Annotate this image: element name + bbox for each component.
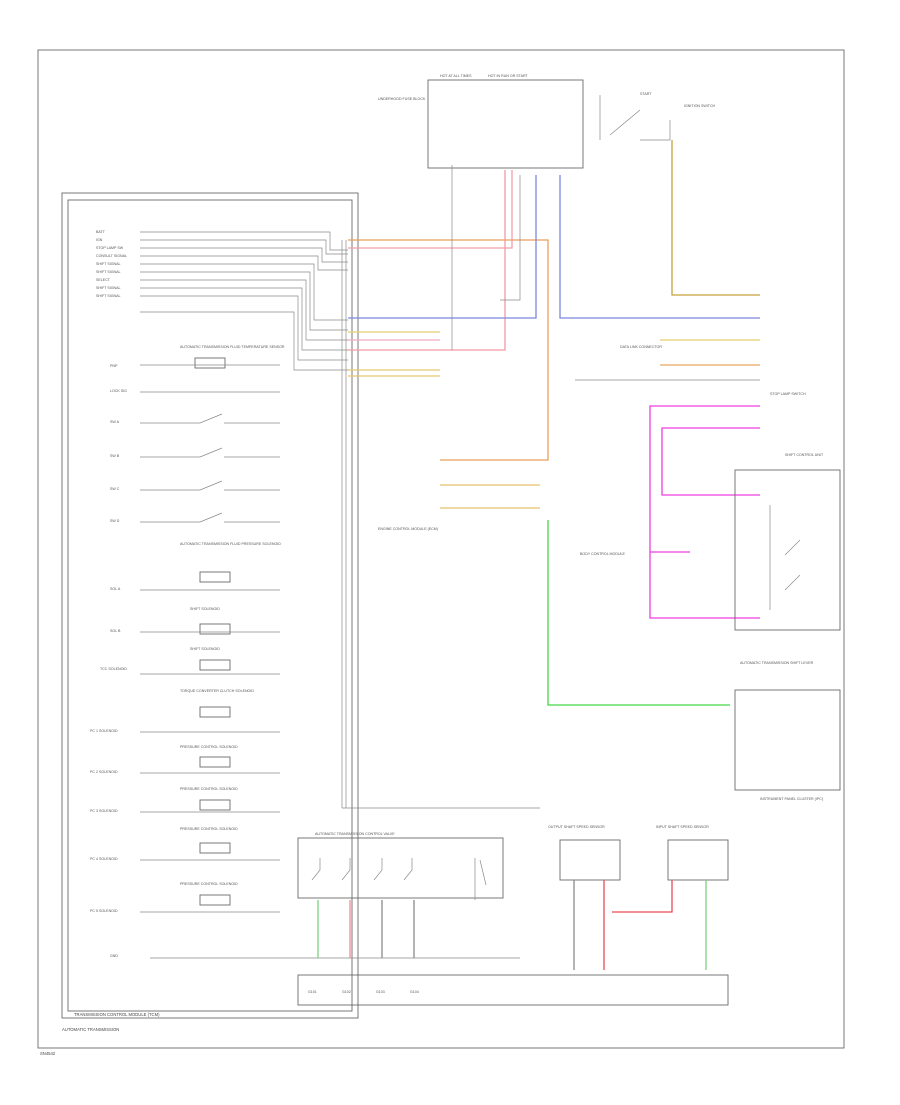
component-pin: PC 3 SOLENOID: [90, 809, 118, 813]
valve-assembly-box: [297, 837, 504, 899]
ignition-start-label: START: [640, 92, 652, 96]
ignition-switch-label: IGNITION SWITCH: [684, 104, 716, 108]
ecm-label: ENGINE CONTROL MODULE (ECM): [378, 527, 438, 531]
pin-label: SHIFT SIGNAL: [96, 294, 121, 298]
valve-assembly-label: AUTOMATIC TRANSMISSION CONTROL VALVE: [315, 832, 395, 836]
component-label: PRESSURE CONTROL SOLENOID: [180, 745, 238, 749]
solenoid-symbol: [199, 799, 231, 811]
stop-lamp-label: STOP LAMP SWITCH: [770, 392, 806, 396]
ground-label: G102: [342, 990, 351, 994]
component-pin: LOCK SIG: [110, 389, 127, 393]
instrument-cluster-box: [734, 689, 841, 791]
body-control-label: BODY CONTROL MODULE: [580, 552, 626, 556]
ground-labels: G101 G102 G103 G104: [308, 990, 419, 994]
valve-switches: [311, 858, 487, 900]
component-pin: PC 2 SOLENOID: [90, 770, 118, 774]
component-pin: GND: [110, 954, 118, 958]
ground-label: G101: [308, 990, 317, 994]
solenoid-symbol: [199, 894, 231, 906]
output-speed-sensor: [559, 839, 621, 881]
tcm-pin-wires: [140, 231, 348, 371]
switch-symbol: [140, 447, 280, 458]
pin-label: SHIFT SIGNAL: [96, 270, 121, 274]
solenoid-symbol: [199, 571, 231, 583]
component-pin: SW B: [110, 454, 120, 458]
pin-label: STOP LAMP SW: [96, 246, 124, 250]
fuse-block-label-a: HOT AT ALL TIMES: [440, 74, 472, 78]
component-pin: SOL B: [110, 629, 121, 633]
pin-label: CONSULT SIGNAL: [96, 254, 127, 258]
output-speed-label: OUTPUT SHAFT SPEED SENSOR: [548, 825, 605, 829]
ground-label: G104: [410, 990, 419, 994]
component-label: PRESSURE CONTROL SOLENOID: [180, 827, 238, 831]
shift-lever-switch: [769, 505, 801, 610]
pin-label: SELECT: [96, 278, 111, 282]
pin-label: BATT: [96, 230, 106, 234]
sensor-symbol: [194, 357, 226, 369]
fuse-block: [427, 79, 584, 169]
wire-blue-2: [559, 175, 760, 319]
shift-control-label: SHIFT CONTROL UNIT: [785, 453, 824, 457]
solenoid-symbol: [199, 706, 231, 718]
component-label: AUTOMATIC TRANSMISSION FLUID TEMPERATURE…: [180, 345, 285, 349]
component-pin: PC 5 SOLENOID: [90, 909, 118, 913]
ground-block: [297, 974, 729, 1006]
component-pin: PC 1 SOLENOID: [90, 729, 118, 733]
pin-label: SHIFT SIGNAL: [96, 286, 121, 290]
solenoid-symbol: [199, 659, 231, 671]
tcm-vertical-bus: [341, 240, 540, 809]
tcm-component-rows: AUTOMATIC TRANSMISSION FLUID TEMPERATURE…: [90, 345, 520, 959]
wire-red: [348, 170, 506, 351]
pin-label: IGN: [96, 238, 103, 242]
tcm-footer-label: TRANSMISSION CONTROL MODULE (TCM): [74, 1012, 160, 1017]
component-label: PRESSURE CONTROL SOLENOID: [180, 787, 238, 791]
switch-symbol: [140, 512, 280, 523]
switch-symbol: [140, 413, 280, 424]
component-pin: TCC SOLENOID: [100, 667, 127, 671]
wire-magenta-2: [661, 427, 760, 496]
pin-label: SHIFT SIGNAL: [96, 262, 121, 266]
input-speed-label: INPUT SHAFT SPEED SENSOR: [656, 825, 709, 829]
ignition-switch-symbol: [599, 95, 671, 141]
shift-lever-label: AUTOMATIC TRANSMISSION SHIFT LEVER: [740, 661, 814, 665]
wire-red-2: [348, 170, 513, 249]
wire-magenta: [649, 405, 760, 619]
wire-green: [547, 520, 730, 706]
component-pin: SW C: [110, 487, 120, 491]
wire-orange: [348, 239, 549, 461]
switch-symbol: [140, 480, 280, 491]
data-link-label: DATA LINK CONNECTOR: [620, 345, 662, 349]
component-label: AUTOMATIC TRANSMISSION FLUID PRESSURE SO…: [180, 542, 281, 546]
fuse-block-name: UNDERHOOD FUSE BLOCK: [378, 97, 426, 101]
component-pin: SOL A: [110, 587, 121, 591]
tcm-module-box: [61, 192, 359, 1019]
component-pin: SW A: [110, 420, 120, 424]
bottom-assembly-label: AUTOMATIC TRANSMISSION: [62, 1027, 119, 1032]
component-label: SHIFT SOLENOID: [190, 647, 220, 651]
page-label: SN4542: [40, 1051, 56, 1056]
component-label: SHIFT SOLENOID: [190, 607, 220, 611]
solenoid-symbol: [199, 623, 231, 635]
component-pin: PC 4 SOLENOID: [90, 857, 118, 861]
ground-label: G103: [376, 990, 385, 994]
diagram-frame: [37, 49, 845, 1049]
wire-orange-ignition: [671, 140, 760, 296]
component-pin: SW D: [110, 519, 120, 523]
instrument-label: INSTRUMENT PANEL CLUSTER (IPC): [760, 797, 823, 801]
component-label: TORQUE CONVERTER CLUTCH SOLENOID: [180, 689, 254, 693]
solenoid-symbol: [199, 756, 231, 768]
component-pin: PNP: [110, 364, 118, 368]
wire-blue: [348, 175, 537, 319]
fuse-block-label-b: HOT IN RUN OR START: [488, 74, 529, 78]
ecm-connector: ENGINE CONTROL MODULE (ECM): [378, 484, 540, 531]
solenoid-symbol: [199, 842, 231, 854]
component-label: PRESSURE CONTROL SOLENOID: [180, 882, 238, 886]
shift-lever-box: [734, 469, 841, 631]
input-speed-sensor: [667, 839, 729, 881]
tcm-pin-labels: BATT IGN STOP LAMP SW CONSULT SIGNAL SHI…: [96, 230, 127, 298]
